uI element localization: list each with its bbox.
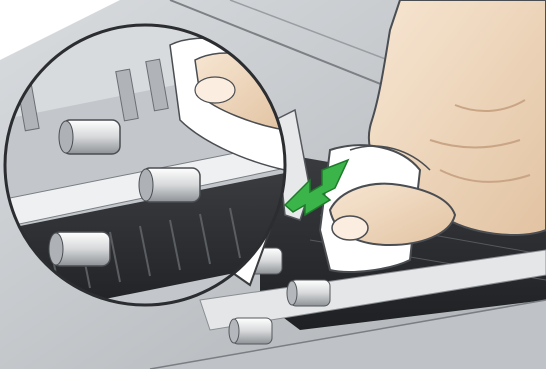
roller-icon — [59, 120, 120, 154]
roller-icon — [139, 168, 200, 202]
roller-icon — [287, 280, 330, 306]
roller-icon — [49, 232, 110, 266]
thumbnail — [332, 216, 368, 240]
roller-icon — [229, 318, 272, 344]
